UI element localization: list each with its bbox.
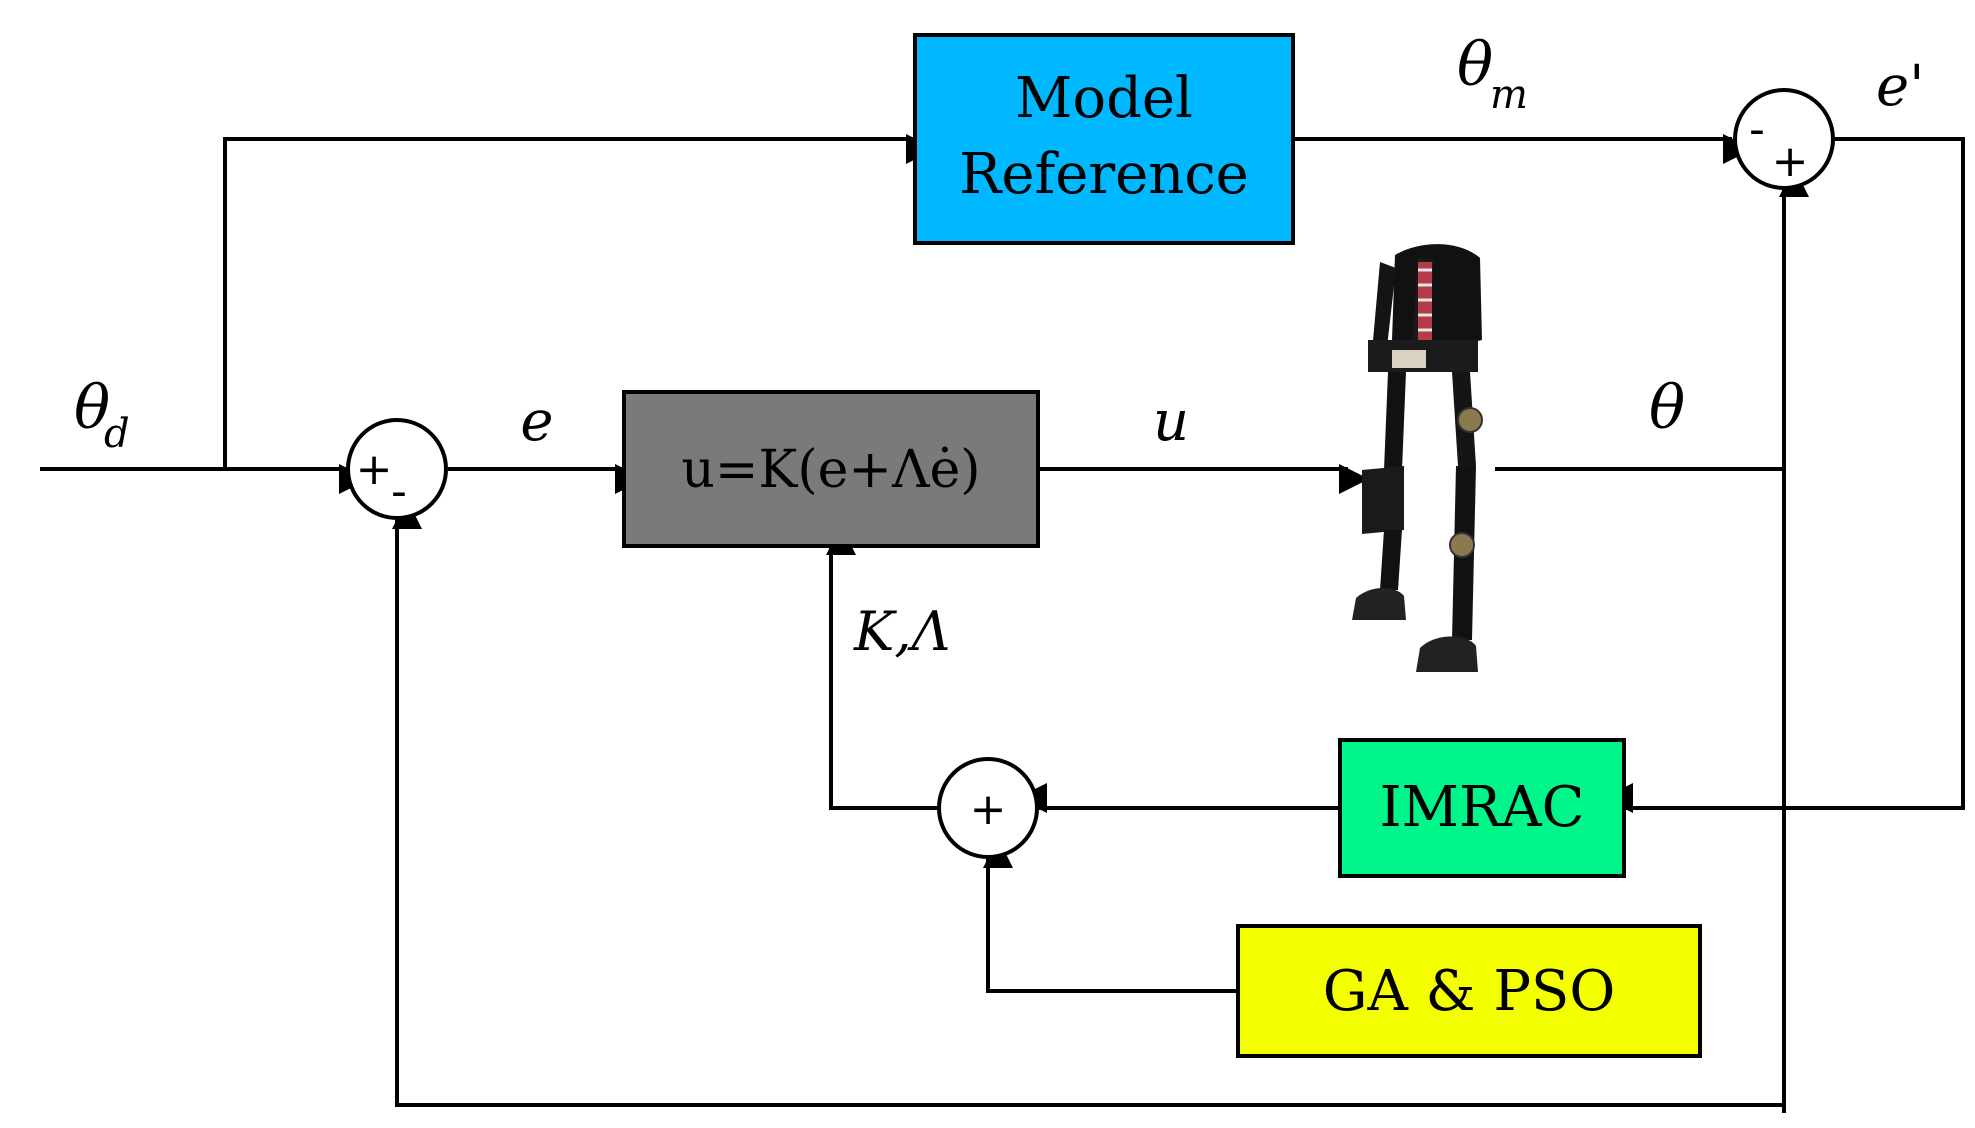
imrac-block: IMRAC [1338,738,1626,878]
signal-label-gains: K,Λ [853,600,951,663]
sum-model-minus-sign: - [1749,104,1765,155]
svg-text:θ: θ [1457,30,1493,100]
sum-junction-error: + - [346,418,448,520]
model-reference-block: Model Reference [913,33,1295,245]
signal-label-e-prime: e' [1876,54,1925,119]
signal-label-e: e [520,389,553,454]
ga-pso-block: GA & PSO [1236,924,1702,1058]
sum-junction-gains: + [937,757,1039,859]
wire-theta-feedback [392,499,1784,1107]
signal-label-theta: θ [1649,373,1685,443]
svg-text:d: d [104,411,130,457]
signal-label-theta-d: θ d [74,373,130,457]
ga-pso-label: GA & PSO [1323,959,1616,1024]
wire-gains [826,525,938,810]
wire-to-model-reference [223,134,936,469]
sum-gains-plus-sign: + [970,784,1007,835]
model-reference-label-line1: Model [1015,66,1193,131]
control-law-label: u=K(e+Λė) [681,440,980,500]
sum-error-minus-sign: - [391,466,407,517]
exoskeleton-icon [1352,244,1483,672]
controller-block: u=K(e+Λė) [622,390,1040,548]
sum-model-plus-sign: + [1772,136,1809,187]
sum-junction-model: - + [1733,88,1835,190]
imrac-label: IMRAC [1380,775,1585,840]
model-reference-label-line2: Reference [959,142,1249,207]
signal-label-theta-m: θ m [1457,30,1528,118]
svg-text:m: m [1490,72,1528,118]
wire-ga-pso-out [983,838,1238,993]
signal-label-u: u [1153,389,1189,454]
svg-text:θ: θ [74,373,110,443]
sum-error-plus-sign: + [356,444,393,495]
wire-e-prime [1603,137,1965,813]
